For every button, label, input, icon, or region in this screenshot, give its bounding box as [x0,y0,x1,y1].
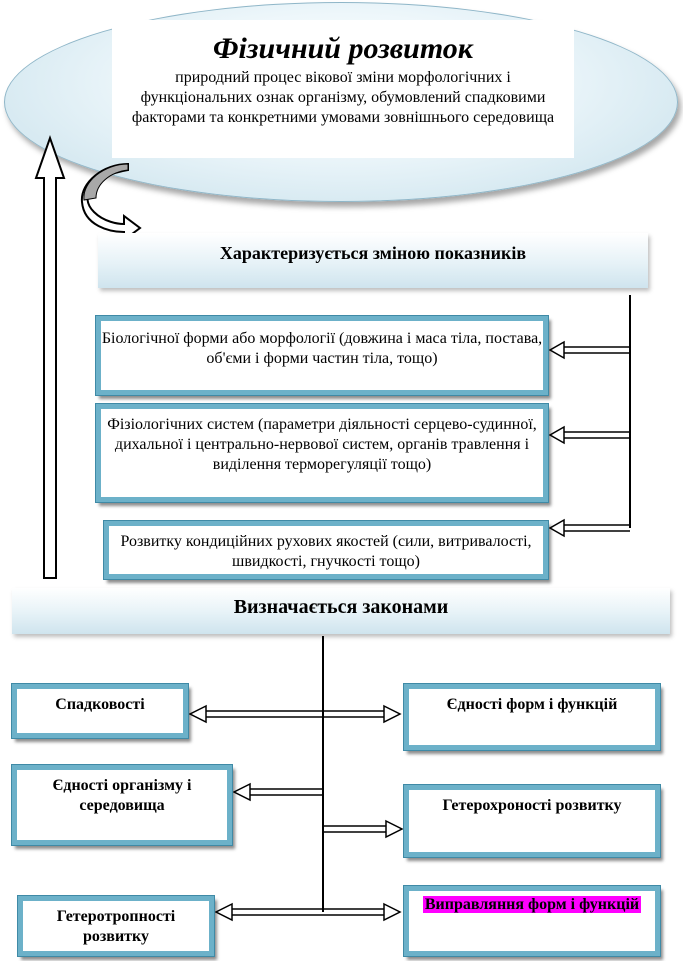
band-laws: Визначається законами [12,588,670,634]
law-correction-label: Виправляння форм і функцій [422,896,642,913]
arrow-l1-l2 [188,704,402,724]
law-organism-environment-unity: Єдності організму і середовища [11,764,233,846]
title-box: Фізичний розвиток природний процес віков… [112,20,574,158]
arrow-to-indicator-1 [548,340,630,360]
arrow-l5-l6 [214,902,402,922]
arrow-to-l4 [323,819,404,839]
arrow-to-indicator-3 [548,518,630,538]
up-arrow-icon [34,134,66,579]
band-indicators: Характеризується зміною показників [98,233,648,288]
arrow-to-l3 [232,782,323,802]
law-heterochrony: Гетерохроності розвитку [403,784,661,858]
indicator-physiology: Фізіологічних систем (параметри діяльнос… [95,403,549,503]
title-description: природний процес вікової зміни морфологі… [131,69,555,126]
arrow-to-indicator-2 [548,425,630,445]
law-heterotropy: Гетеротропності розвитку [17,895,215,957]
law-form-function-unity: Єдності форм і функцій [403,683,661,751]
indicator-morphology: Біологічної форми або морфології (довжин… [95,315,549,396]
law-heredity: Спадковості [11,683,189,739]
law-correction: Виправляння форм і функцій [403,885,661,957]
page-title: Фізичний розвиток [212,32,474,65]
indicator-motor-qualities: Розвитку кондиційних рухових якостей (си… [103,520,549,580]
